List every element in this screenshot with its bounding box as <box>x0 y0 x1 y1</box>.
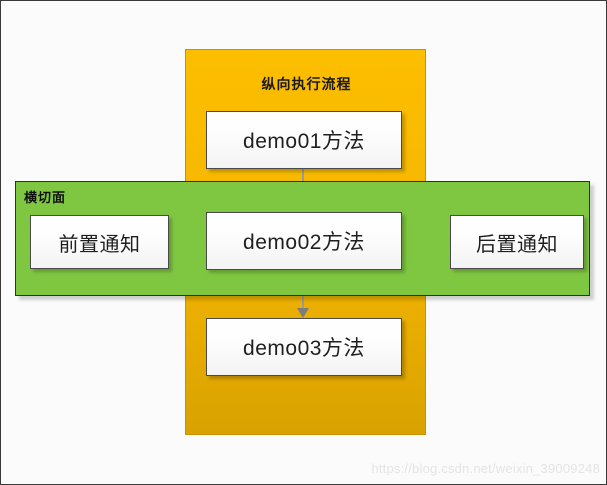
vertical-lane-title: 纵向执行流程 <box>261 76 352 92</box>
node-before-advice[interactable]: 前置通知 <box>30 215 169 269</box>
node-demo02[interactable]: demo02方法 <box>206 212 402 270</box>
arrow-demo02-to-demo03-head-icon <box>297 308 309 318</box>
aspect-band-label: 横切面 <box>24 190 67 205</box>
watermark-text: https://blog.csdn.net/weixin_39009248 <box>371 461 600 476</box>
node-demo03[interactable]: demo03方法 <box>206 318 402 376</box>
node-after-advice[interactable]: 后置通知 <box>450 215 584 269</box>
node-demo01[interactable]: demo01方法 <box>206 111 402 169</box>
